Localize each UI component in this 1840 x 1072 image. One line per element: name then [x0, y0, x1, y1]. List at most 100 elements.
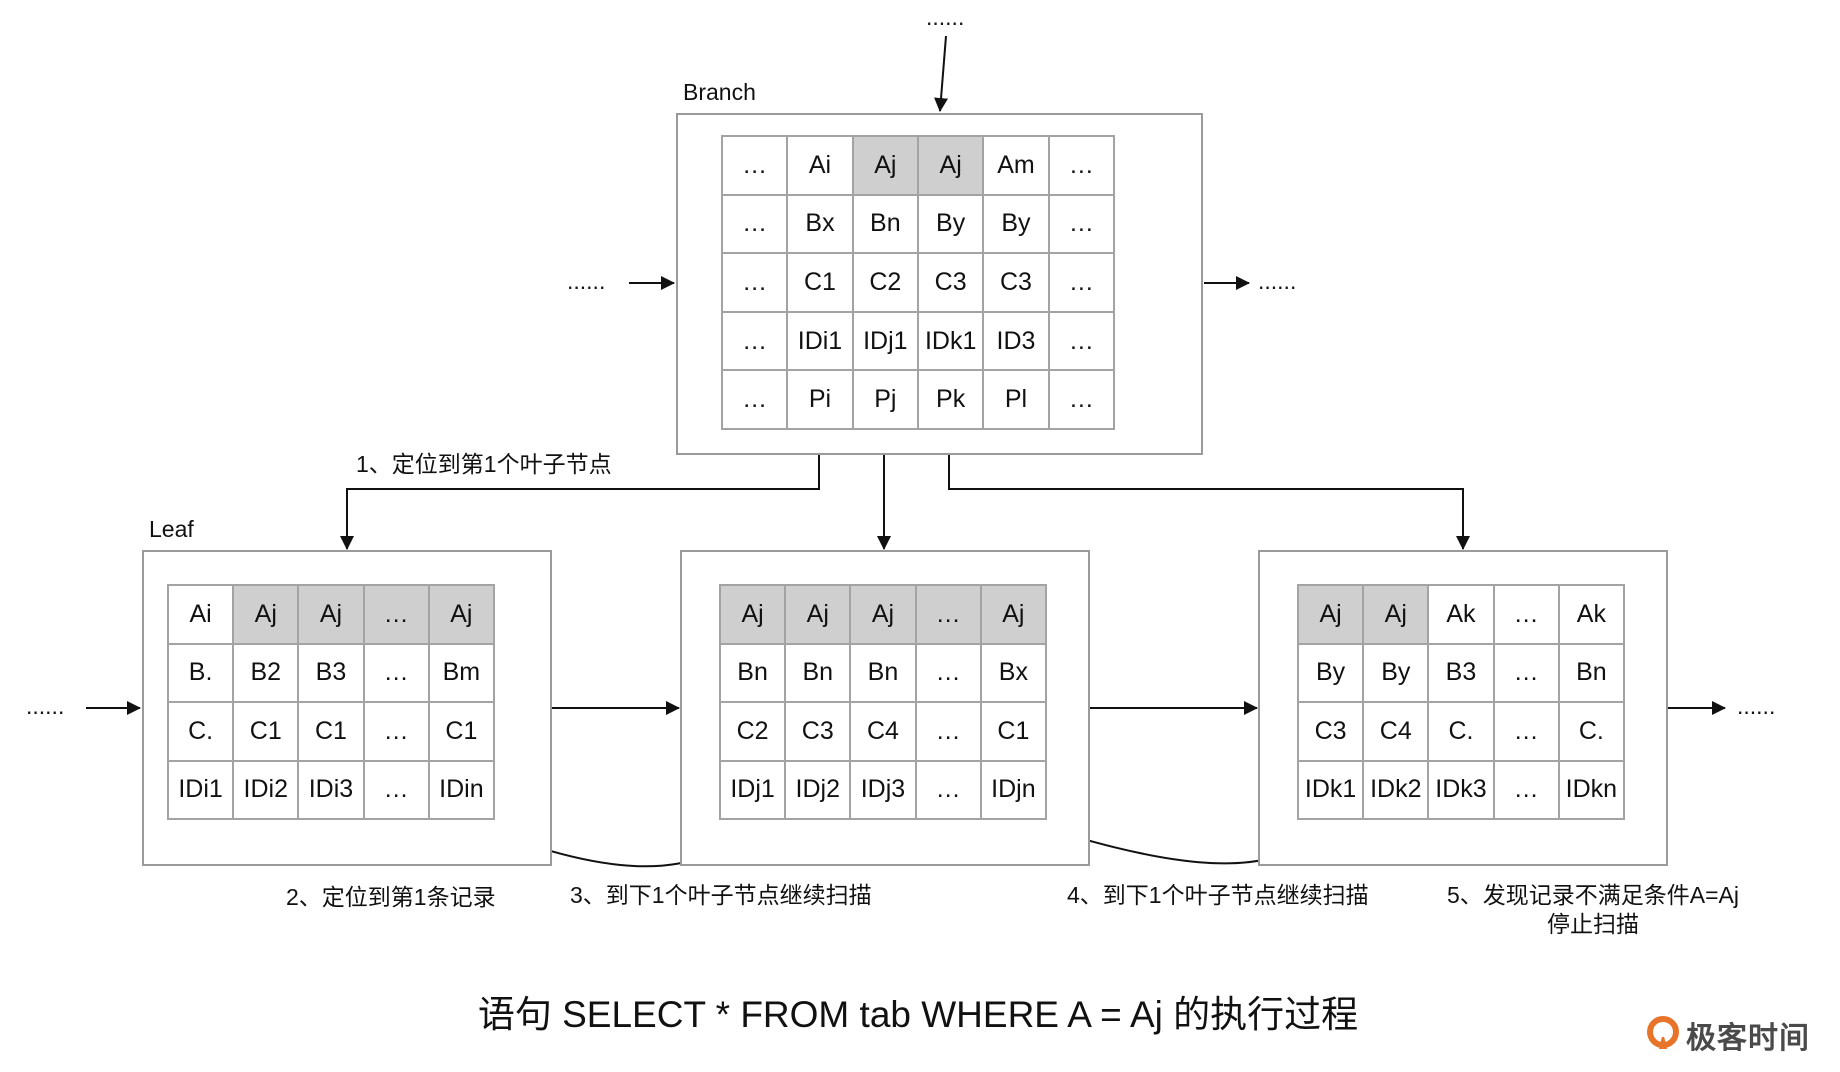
table-cell: …	[362, 759, 430, 820]
table-cell: …	[914, 701, 982, 762]
matching-key-cell: Aj	[1362, 584, 1430, 645]
matching-key-cell: Aj	[784, 584, 852, 645]
step5-line1: 5、发现记录不满足条件A=Aj	[1446, 882, 1739, 908]
table-cell: C2	[718, 701, 787, 762]
table-cell: C.	[166, 701, 235, 762]
matching-key-cell: Aj	[1296, 584, 1365, 645]
table-cell: By	[982, 193, 1050, 255]
table-cell: Pi	[786, 369, 854, 430]
ellipsis-leaf-right: ......	[1737, 693, 1776, 719]
table-cell: …	[1047, 252, 1116, 313]
step5-label: 5、发现记录不满足条件A=Aj 停止扫描	[1438, 881, 1748, 939]
table-cell: …	[914, 759, 982, 820]
table-cell: …	[1492, 584, 1560, 645]
table-cell: C.	[1557, 701, 1626, 762]
table-cell: …	[1047, 193, 1116, 255]
table-cell: B.	[166, 642, 235, 703]
table-cell: C3	[916, 252, 985, 313]
table-cell: …	[720, 252, 789, 313]
step1-label: 1、定位到第1个叶子节点	[356, 451, 612, 477]
table-cell: Ak	[1427, 584, 1495, 645]
step3-label: 3、到下1个叶子节点继续扫描	[570, 882, 872, 908]
table-cell: …	[720, 369, 789, 430]
ellipsis-top: ......	[926, 4, 965, 30]
table-cell: By	[1362, 642, 1430, 703]
table-cell: Bn	[784, 642, 852, 703]
table-cell: …	[720, 135, 789, 196]
table-cell: C1	[297, 701, 365, 762]
table-cell: IDj2	[784, 759, 852, 820]
table-cell: IDj1	[851, 310, 919, 372]
table-cell: …	[720, 310, 789, 372]
table-cell: IDi1	[786, 310, 854, 372]
table-cell: IDin	[427, 759, 496, 820]
table-cell: …	[1492, 642, 1560, 703]
table-cell: IDi1	[166, 759, 235, 820]
table-cell: C1	[979, 701, 1048, 762]
diagram-title: 语句 SELECT * FROM tab WHERE A = Aj 的执行过程	[477, 994, 1359, 1035]
table-cell: C2	[851, 252, 919, 313]
matching-key-cell: …	[914, 584, 982, 645]
table-cell: B3	[1427, 642, 1495, 703]
table-cell: C3	[784, 701, 852, 762]
ellipsis-leaf-left: ......	[26, 693, 65, 719]
table-cell: IDk2	[1362, 759, 1430, 820]
pointer-pk-to-leaf3	[948, 429, 1470, 550]
table-cell: Bn	[851, 193, 919, 255]
table-cell: ID3	[982, 310, 1050, 372]
ellipsis-branch-right: ......	[1258, 268, 1297, 294]
table-cell: IDi3	[297, 759, 365, 820]
matching-key-cell: Aj	[916, 135, 985, 196]
table-cell: IDkn	[1557, 759, 1626, 820]
table-cell: Bn	[1557, 642, 1626, 703]
table-cell: Am	[982, 135, 1050, 196]
table-cell: IDi2	[232, 759, 300, 820]
table-cell: IDk1	[916, 310, 985, 372]
table-cell: C4	[1362, 701, 1430, 762]
brand-logo: 极客时间	[1646, 1013, 1810, 1057]
table-cell: …	[1492, 759, 1560, 820]
table-cell: Pj	[851, 369, 919, 430]
table-cell: …	[1047, 310, 1116, 372]
table-cell: Bx	[979, 642, 1048, 703]
logo-text: 极客时间	[1686, 1022, 1810, 1055]
table-cell: C1	[786, 252, 854, 313]
logo-mark-icon	[1647, 1016, 1679, 1049]
table-cell: Ak	[1557, 584, 1626, 645]
matching-key-cell: Aj	[427, 584, 496, 645]
table-cell: C3	[1296, 701, 1365, 762]
table-cell: B2	[232, 642, 300, 703]
table-cell: C3	[982, 252, 1050, 313]
matching-key-cell: Aj	[851, 135, 919, 196]
table-cell: C.	[1427, 701, 1495, 762]
matching-key-cell: Aj	[849, 584, 917, 645]
table-cell: IDj1	[718, 759, 787, 820]
arrow-into-branch-top	[934, 35, 949, 112]
table-cell: By	[1296, 642, 1365, 703]
table-cell: IDk3	[1427, 759, 1495, 820]
table-cell: B3	[297, 642, 365, 703]
table-cell: Pl	[982, 369, 1050, 430]
table-cell: Pk	[916, 369, 985, 430]
table-cell: Bx	[786, 193, 854, 255]
step4-label: 4、到下1个叶子节点继续扫描	[1067, 882, 1369, 908]
table-cell: C1	[232, 701, 300, 762]
branch-label: Branch	[683, 79, 756, 105]
